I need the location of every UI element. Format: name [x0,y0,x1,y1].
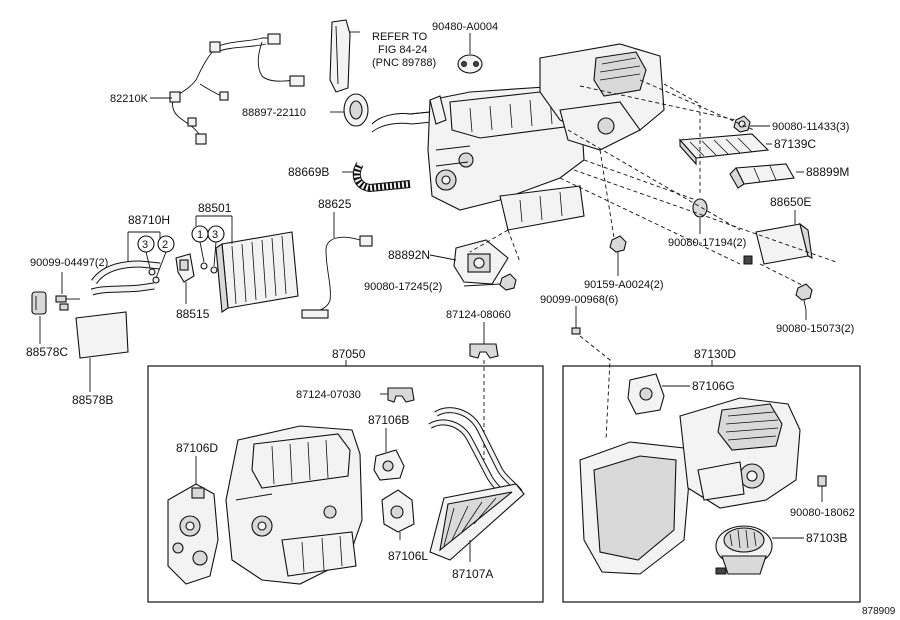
note-line-2: FIG 84-24 [378,44,428,56]
svg-text:2: 2 [162,239,168,251]
actuator-87106D[interactable] [167,483,219,585]
label-90159: 90159-A0024(2) [584,279,664,291]
wire-harness-82210K[interactable] [169,33,305,145]
heater-core-87107A[interactable] [428,407,525,561]
label-88501: 88501 [198,201,232,215]
actuator-87106G[interactable] [627,373,665,415]
label-90080-17245: 90080-17245(2) [364,281,442,293]
label-90080-15073: 90080-15073(2) [776,323,854,335]
label-87103B: 87103B [806,531,847,545]
valve-88892N[interactable] [453,239,509,285]
filter-87139C[interactable] [678,133,770,166]
label-88515: 88515 [176,307,210,321]
bolt-90080-18062[interactable] [817,475,827,494]
bolt-90159[interactable] [609,235,627,253]
sensor-wire-88625[interactable] [301,235,373,319]
bolt-90080-11433[interactable] [733,115,751,133]
label-87106L: 87106L [388,549,428,563]
label-88892N: 88892N [388,248,430,262]
blower-case-87130D[interactable] [579,397,801,575]
note-line-3: (PNC 89788) [372,57,436,69]
duct-88899M[interactable] [729,163,795,189]
note-line-1: REFER TO [372,31,428,43]
label-88899M: 88899M [806,165,849,179]
label-90099-00968: 90099-00968(6) [540,294,618,306]
frame-87050 [147,365,544,603]
bolt-90080-15073[interactable] [795,283,813,311]
label-88578B: 88578B [72,393,113,407]
hose-88669B[interactable] [352,161,411,193]
label-88897: 88897-22110 [242,107,306,119]
grommet-90480[interactable] [457,54,483,74]
sheet-number: 878909 [862,606,896,617]
svg-text:3: 3 [142,239,148,251]
bolt-90099-04497[interactable] [55,295,80,311]
label-90099-04497: 90099-04497(2) [30,257,108,269]
label-87139C: 87139C [774,137,816,151]
clip-87124-08060[interactable] [469,343,499,359]
evaporator-88501[interactable] [215,231,299,313]
heater-unit-assembly[interactable] [371,43,665,231]
label-82210K: 82210K [110,93,149,105]
label-87106D: 87106D [176,441,218,455]
label-90480: 90480-A0004 [432,21,498,33]
label-87124-08060: 87124-08060 [446,309,511,321]
valve-88515[interactable] [175,253,195,283]
actuator-87106B[interactable] [373,449,405,481]
label-88669B: 88669B [288,165,329,179]
bolt-90080-17194[interactable] [692,198,708,218]
label-90080-11433: 90080-11433(3) [772,121,849,133]
frame-87130D [562,365,861,603]
label-87106G: 87106G [692,379,735,393]
label-88710H: 88710H [128,213,170,227]
label-87107A: 87107A [452,567,493,581]
label-90080-18062: 90080-18062 [790,507,855,519]
label-88625: 88625 [318,197,352,211]
label-87106B: 87106B [368,413,409,427]
heater-case-87050[interactable] [225,425,363,585]
clip-87124-07030[interactable] [387,387,415,403]
svg-text:3: 3 [212,229,218,241]
svg-text:1: 1 [197,229,203,241]
amplifier-88650E[interactable] [743,222,813,265]
blower-motor-87103B[interactable] [715,525,773,575]
label-87130D: 87130D [694,347,736,361]
seal-88897[interactable] [343,93,369,127]
label-88578C: 88578C [26,345,68,359]
pipe-88710H[interactable] [90,260,161,296]
bolt-90080-17245[interactable] [499,273,517,291]
label-88650E: 88650E [770,195,811,209]
label-87124-07030: 87124-07030 [296,389,361,401]
actuator-87106L[interactable] [381,489,415,533]
insulator-88578B[interactable] [75,311,129,359]
label-87050: 87050 [332,347,366,361]
screw-90099-00968[interactable] [571,322,581,335]
duct-cover-part[interactable] [329,19,351,93]
label-90080-17194: 90080-17194(2) [668,237,746,249]
seal-88578C[interactable] [31,291,47,315]
